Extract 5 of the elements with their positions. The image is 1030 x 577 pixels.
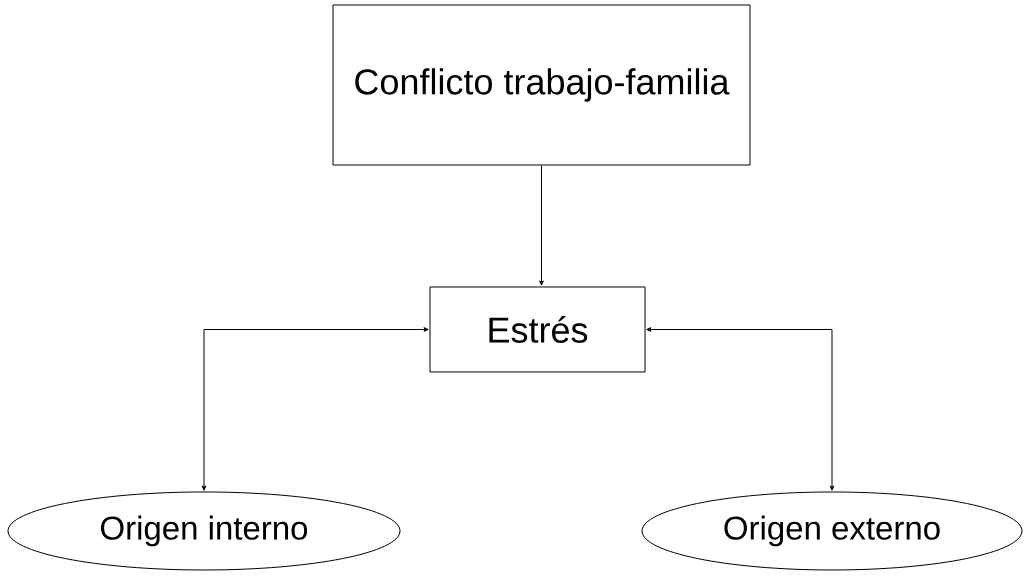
arrow: [539, 165, 544, 286]
arrow: [646, 327, 835, 491]
process-box: Conflicto trabajo-familia: [332, 4, 751, 166]
process-box: Estrés: [429, 286, 646, 373]
arrow: [201, 327, 429, 491]
